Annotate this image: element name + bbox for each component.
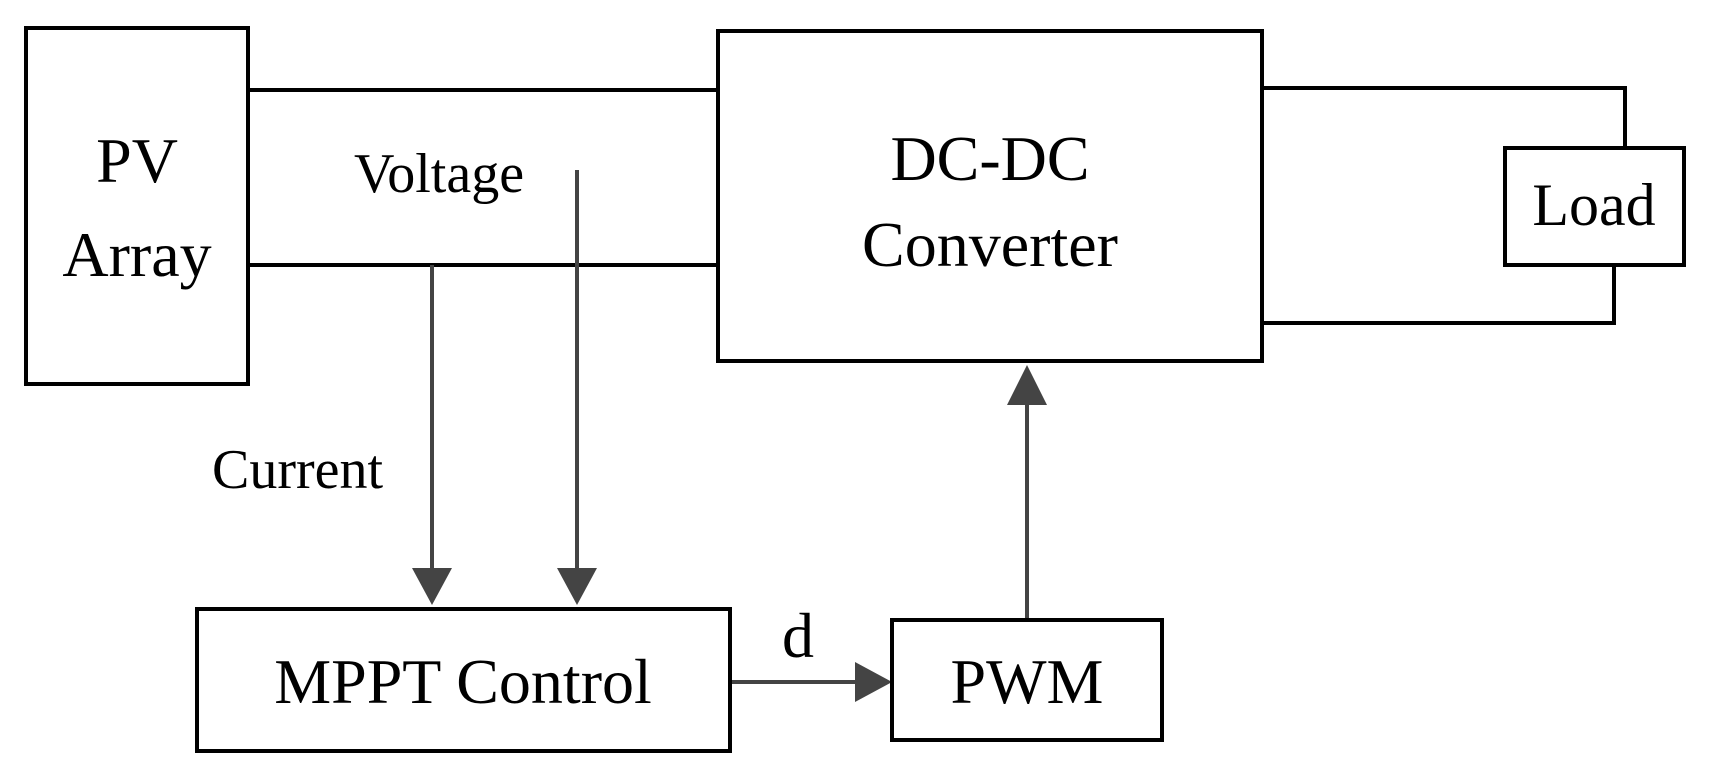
dc-dc-converter-label-line2: Converter bbox=[862, 209, 1118, 280]
pv-array-label-line2: Array bbox=[62, 219, 211, 290]
current-label: Current bbox=[212, 439, 384, 501]
dc-dc-converter-label-line1: DC-DC bbox=[890, 123, 1089, 194]
load-label: Load bbox=[1532, 172, 1655, 238]
duty-cycle-arrowhead bbox=[855, 662, 892, 702]
mppt-control-block bbox=[195, 607, 732, 753]
duty-cycle-label: d bbox=[782, 600, 814, 671]
pwm-block bbox=[890, 618, 1164, 742]
converter-to-load-bottom-wire bbox=[1262, 265, 1616, 325]
pwm-label: PWM bbox=[951, 646, 1104, 717]
converter-to-load-top-wire bbox=[1262, 86, 1627, 148]
voltage-label: Voltage bbox=[354, 143, 524, 205]
current-arrowhead bbox=[412, 568, 452, 605]
pv-array-block bbox=[24, 26, 250, 386]
pv-array-label-line1: PV bbox=[96, 125, 178, 196]
load-block bbox=[1503, 146, 1686, 267]
mppt-control-label: MPPT Control bbox=[274, 646, 652, 717]
dc-dc-converter-block bbox=[716, 29, 1264, 363]
voltage-arrowhead bbox=[557, 568, 597, 605]
pwm-to-converter-arrowhead bbox=[1007, 365, 1047, 405]
